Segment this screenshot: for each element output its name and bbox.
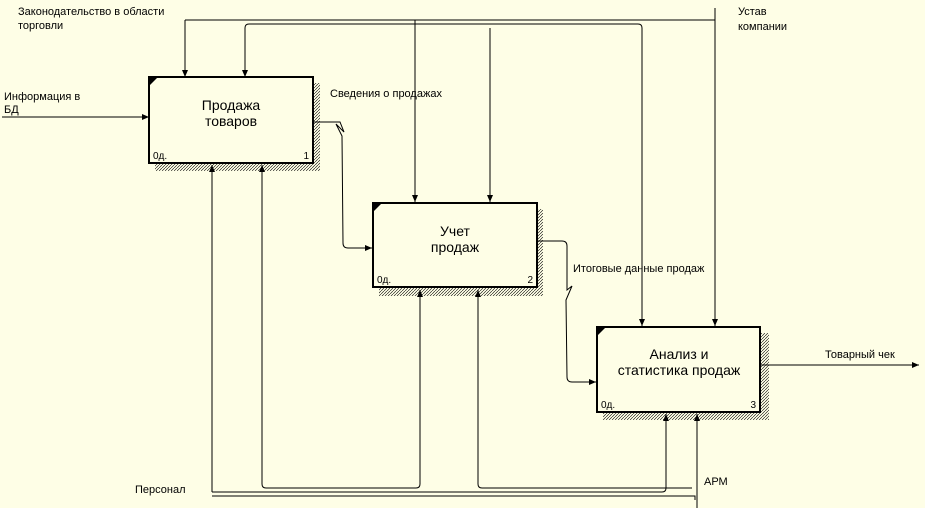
label-legislation-line-1: Законодательство в области xyxy=(18,6,164,18)
label-input-info-line-2: БД xyxy=(4,104,19,116)
box-title-line-2: товаров xyxy=(205,113,257,129)
arrow-sales-totals xyxy=(537,240,596,385)
corner-marker xyxy=(374,204,381,211)
label-workstation: АРМ xyxy=(704,476,728,488)
box-node: 0д. xyxy=(377,275,391,286)
box-number: 1 xyxy=(303,151,309,162)
box-title-line-2: продаж xyxy=(431,239,480,255)
box-node: 0д. xyxy=(153,151,167,162)
corner-marker xyxy=(598,328,605,335)
mechanism-arrow-staff xyxy=(209,165,696,500)
activity-box-1[interactable]: Продажа товаров 0д. 1 xyxy=(148,76,320,171)
control-branches xyxy=(242,20,645,326)
activity-box-2[interactable]: Учет продаж 0д. 2 xyxy=(372,202,543,296)
label-charter-line-1: Устав xyxy=(738,6,767,18)
box-number: 2 xyxy=(527,275,533,286)
control-arrow-legislation xyxy=(182,19,715,77)
box-title-line-1: Продажа xyxy=(202,97,261,113)
label-sales-totals: Итоговые данные продаж xyxy=(573,263,705,275)
label-staff: Персонал xyxy=(135,484,186,496)
label-charter-line-2: компании xyxy=(738,21,787,33)
box-number: 3 xyxy=(750,400,756,411)
activity-box-3[interactable]: Анализ и статистика продаж 0д. 3 xyxy=(596,326,769,420)
box-title-line-2: статистика продаж xyxy=(618,362,741,378)
box-title-line-1: Анализ и xyxy=(650,346,709,362)
box-frame xyxy=(596,326,761,413)
box-frame xyxy=(372,202,538,288)
box-node: 0д. xyxy=(601,400,615,411)
box-frame xyxy=(148,76,314,164)
label-receipt: Товарный чек xyxy=(825,349,895,361)
arrow-sales-info xyxy=(313,121,372,251)
label-legislation-line-2: торговли xyxy=(18,20,63,32)
box-title-line-1: Учет xyxy=(440,223,471,239)
label-input-info-line-1: Информация в xyxy=(4,91,80,103)
label-sales-info: Сведения о продажах xyxy=(330,88,442,100)
corner-marker xyxy=(150,78,157,85)
